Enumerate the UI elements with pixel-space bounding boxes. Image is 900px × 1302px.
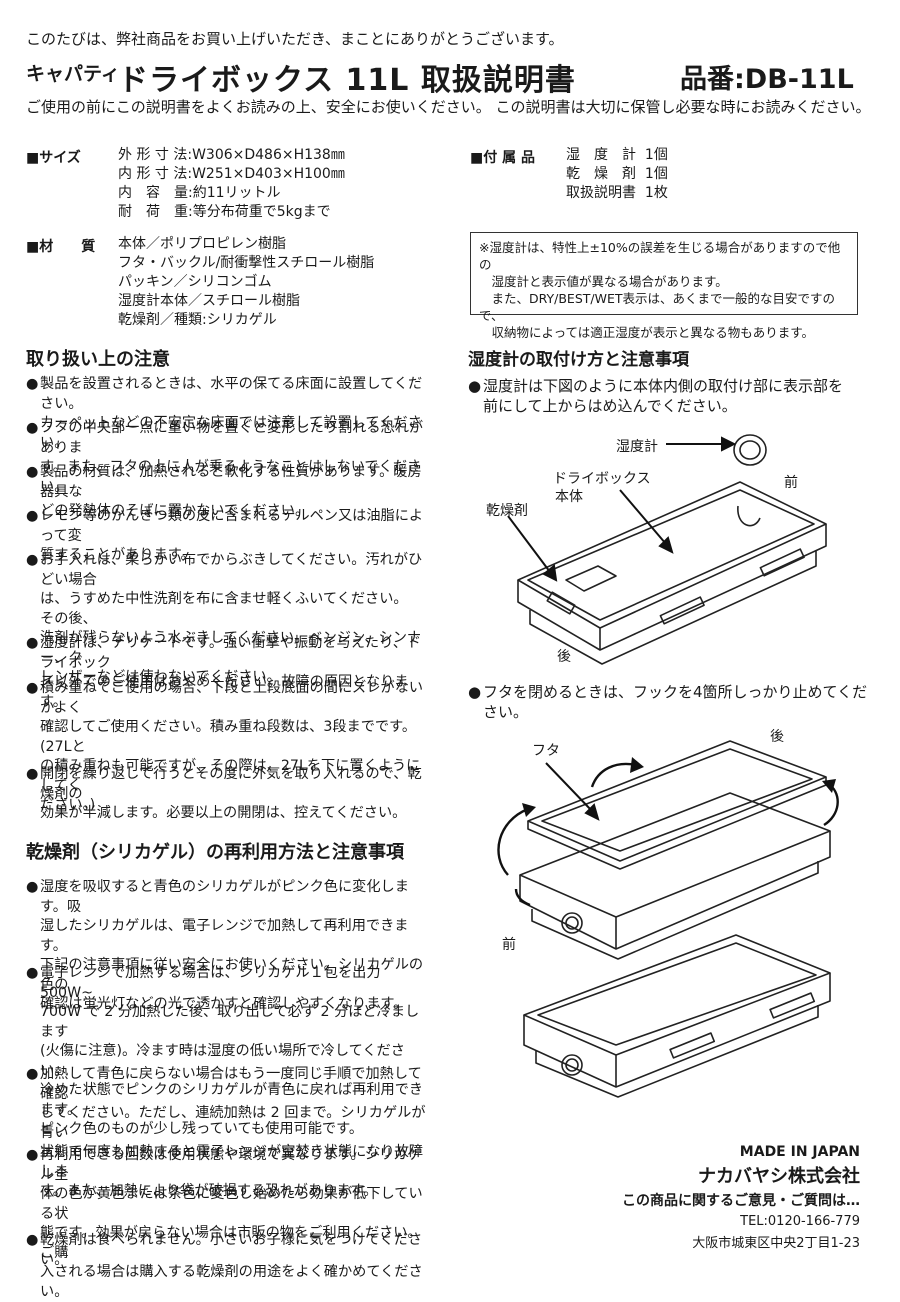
list-item: ●お手入れは、柔らかい布でからぶきしてください。汚れがひどい場合は、うすめた中性… bbox=[26, 552, 423, 685]
usage-notice: ご使用の前にこの説明書をよくお読みの上、安全にお使いください。 この説明書は大切… bbox=[26, 98, 871, 116]
label-hygrometer: 湿度計 bbox=[616, 439, 658, 455]
list-item: ●フタを閉めるときは、フックを4箇所しっかり止めてください。 bbox=[468, 683, 868, 721]
list-item: ●湿度を吸収すると青色のシリカゲルがピンク色に変化します。吸湿したシリカゲルは、… bbox=[26, 879, 424, 1012]
material-line: 乾燥剤／種類:シリカゲル bbox=[118, 312, 277, 328]
note-line: 湿度計と表示値が異なる場合があります。 bbox=[479, 274, 728, 289]
model-number: 品番:DB-11L bbox=[680, 64, 854, 95]
phone-number: TEL:0120-166-779 bbox=[740, 1214, 860, 1229]
silica-list: ●湿度を吸収すると青色のシリカゲルがピンク色に変化します。吸湿したシリカゲルは、… bbox=[26, 878, 436, 1300]
note-line: 収納物によっては適正湿度が表示と異なる物もあります。 bbox=[479, 325, 815, 340]
size-line: 内 形 寸 法:W251×D403×H100㎜ bbox=[118, 166, 345, 182]
brand-name: キャパティ bbox=[26, 63, 120, 85]
label-front-2: 前 bbox=[502, 937, 516, 953]
size-label: ■サイズ bbox=[26, 150, 81, 166]
list-item: ●再利用できる回数は使用状態や環境で異なります。シリカゲル全体の色が黄色または茶… bbox=[26, 1147, 423, 1300]
list-item: ●レモン等のかんきつ類の皮に含まれるテルペン又は油脂によって変質することがありま… bbox=[26, 508, 424, 563]
list-item: ●フタの中央部一点に重い物を置くと変形したり割れる恐れがあります。また、フタの上… bbox=[26, 420, 424, 495]
made-in-japan: MADE IN JAPAN bbox=[739, 1144, 860, 1160]
inquiry-text: この商品に関するご意見・ご質問は… bbox=[622, 1193, 860, 1209]
size-spec: 外 形 寸 法:W306×D486×H138㎜ 内 形 寸 法:W251×D40… bbox=[118, 146, 345, 222]
material-line: パッキン／シリコンゴム bbox=[118, 274, 272, 290]
handling-title: 取り扱い上の注意 bbox=[26, 349, 170, 370]
list-item: ●加熱して青色に戻らない場合はもう一度同じ手順で加熱して確認してください。ただし… bbox=[26, 1066, 426, 1199]
hygrometer-title: 湿度計の取付け方と注意事項 bbox=[468, 350, 689, 370]
greeting-text: このたびは、弊社商品をお買い上げいただき、まことにありがとうございます。 bbox=[26, 30, 564, 48]
accessory-item: 乾 燥 剤 1個 bbox=[566, 166, 668, 182]
accessories-label: ■付 属 品 bbox=[470, 150, 535, 166]
document-title: ドライボックス 11L 取扱説明書 bbox=[118, 63, 576, 98]
list-item: ●開閉を繰り返して行うとその度に外気を取り入れるので、乾燥剤の効果が半減します。… bbox=[26, 766, 422, 821]
accessory-item: 取扱説明書 1枚 bbox=[566, 185, 668, 201]
size-line: 耐 荷 重:等分布荷重で5kgまで bbox=[118, 204, 331, 220]
label-box-body: ドライボックス 本体 bbox=[553, 471, 651, 505]
list-item: ●製品を設置されるときは、水平の保てる床面に設置してください。カーペットなどの不… bbox=[26, 376, 423, 451]
title-row: キャパティ ドライボックス 11L 取扱説明書 品番:DB-11L bbox=[26, 55, 876, 98]
label-back: 後 bbox=[557, 649, 571, 665]
label-lid: フタ bbox=[532, 743, 560, 759]
material-label: ■材 質 bbox=[26, 239, 96, 255]
list-item: ●湿度計は下図のように本体内側の取付け部に表示部を前にして上からはめ込んでくださ… bbox=[468, 377, 844, 415]
material-spec: 本体／ポリプロピレン樹脂 フタ・バックル/耐衝撃性スチロール樹脂 パッキン／シリ… bbox=[118, 235, 374, 330]
size-line: 内 容 量:約11リットル bbox=[118, 185, 281, 201]
company-name: ナカバヤシ株式会社 bbox=[698, 1166, 860, 1187]
label-back-2: 後 bbox=[770, 729, 784, 745]
list-item: ●乾燥剤は食べられません。小さいお子様に気をつけてください。 bbox=[26, 1232, 423, 1268]
material-line: 本体／ポリプロピレン樹脂 bbox=[118, 236, 286, 252]
box-diagram-2 bbox=[497, 740, 839, 1098]
list-item: ●製品の材質は、加熱されると軟化する性質があります。暖房器具などの発熱体のそばに… bbox=[26, 464, 422, 519]
accessory-item: 湿 度 計 1個 bbox=[566, 147, 668, 163]
note-line: ※湿度計は、特性上±10%の誤差を生じる場合がありますので他の bbox=[479, 240, 841, 272]
list-item: ●湿度計は、デリケートです。強い衝撃や振動を与えたり、ドライボックス以外でのご使… bbox=[26, 635, 422, 710]
accessories-list: 湿 度 計 1個 乾 燥 剤 1個 取扱説明書 1枚 bbox=[566, 146, 668, 203]
silica-title: 乾燥剤（シリカゲル）の再利用方法と注意事項 bbox=[26, 842, 404, 863]
size-line: 外 形 寸 法:W306×D486×H138㎜ bbox=[118, 147, 345, 163]
box-diagram-1 bbox=[507, 434, 827, 665]
label-desiccant: 乾燥剤 bbox=[486, 503, 528, 519]
note-line: また、DRY/BEST/WET表示は、あくまで一般的な目安ですので、 bbox=[479, 291, 836, 323]
list-item: ●電子レンジで加熱する場合は、シリカゲル１包を出力 500W~700W で 2 … bbox=[26, 965, 424, 1137]
label-front: 前 bbox=[784, 475, 798, 491]
material-line: 湿度計本体／スチロール樹脂 bbox=[118, 293, 300, 309]
material-line: フタ・バックル/耐衝撃性スチロール樹脂 bbox=[118, 255, 375, 271]
hygrometer-note-box: ※湿度計は、特性上±10%の誤差を生じる場合がありますので他の 湿度計と表示値が… bbox=[470, 232, 858, 340]
company-address: 大阪市城東区中央2丁目1-23 bbox=[692, 1236, 860, 1251]
list-item: ●積み重ねてご使用の場合、下段と上段底面の間にズレがないかよく確認してご使用くだ… bbox=[26, 680, 424, 813]
handling-list: ●製品を設置されるときは、水平の保てる床面に設置してください。カーペットなどの不… bbox=[26, 375, 436, 821]
